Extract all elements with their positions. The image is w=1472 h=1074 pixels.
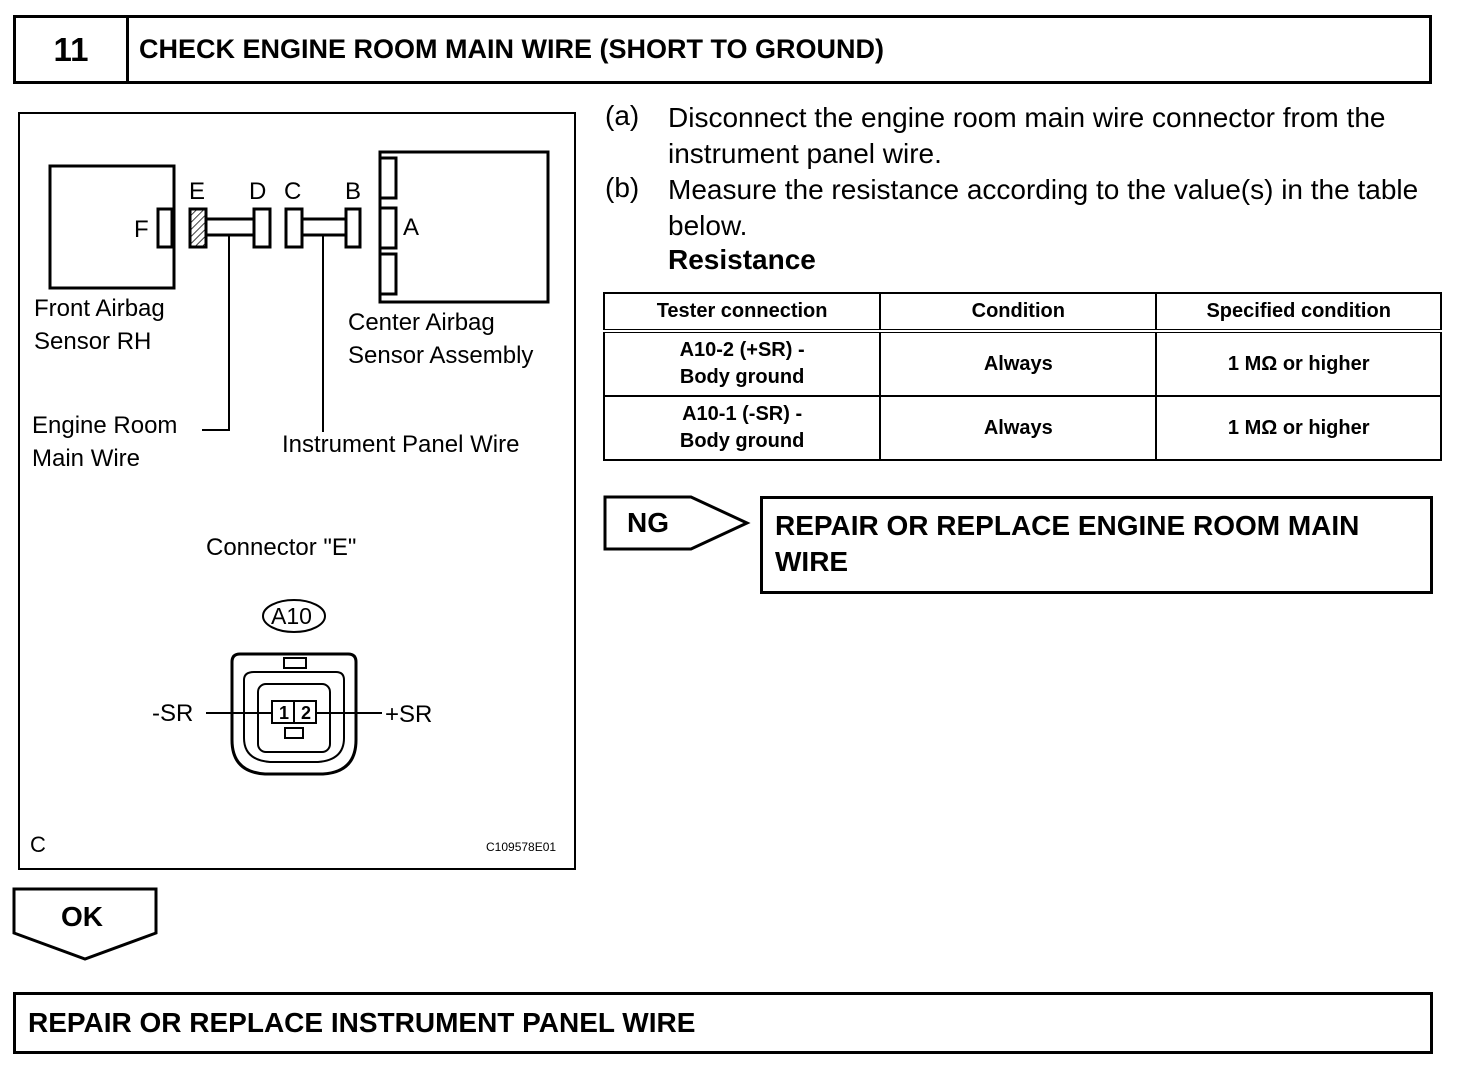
center-sensor-connector-3	[378, 252, 398, 296]
column-header: Condition	[879, 292, 1158, 332]
tester-connection-cell: A10-2 (+SR) - Body ground	[602, 330, 882, 397]
step-a-letter: (a)	[605, 100, 640, 131]
resistance-heading: Resistance	[668, 244, 816, 275]
step-header: 11 CHECK ENGINE ROOM MAIN WIRE (SHORT TO…	[13, 15, 1432, 84]
table-row: A10-1 (-SR) - Body ground Always 1 MΩ or…	[602, 395, 1442, 461]
connector-cavity	[257, 683, 331, 753]
specified-condition-cell: 1 MΩ or higher	[1155, 330, 1442, 397]
step-number: 11	[16, 18, 129, 81]
step-b-text: Measure the resistance according to the …	[668, 174, 1419, 241]
connector-e	[188, 207, 208, 249]
step-a-text: Disconnect the engine room main wire con…	[668, 102, 1386, 169]
ng-label: NG	[627, 507, 669, 538]
minus-sr-label: -SR	[152, 700, 194, 727]
connector-b	[344, 207, 362, 249]
connector-letter-e: E	[189, 178, 206, 205]
column-header: Specified condition	[1155, 292, 1442, 332]
ng-result-box: REPAIR OR REPLACE ENGINE ROOM MAIN WIRE	[760, 496, 1433, 594]
ng-action-text: REPAIR OR REPLACE ENGINE ROOM MAIN WIRE	[775, 510, 1360, 577]
connector-inner-shell	[243, 671, 345, 763]
connector-letter-c: C	[284, 178, 302, 205]
connector-f	[156, 207, 174, 249]
ok-label: OK	[61, 901, 103, 932]
instrument-panel-wire-label: Instrument Panel Wire	[282, 431, 520, 458]
connector-letter-b: B	[345, 178, 362, 205]
ng-arrow-icon	[603, 495, 751, 551]
instrument-panel-wire-segment	[300, 217, 348, 237]
engine-room-main-wire-label: Engine Room Main Wire	[32, 412, 178, 472]
connector-code-ellipse	[262, 599, 326, 633]
center-airbag-sensor-label: Center Airbag Sensor Assembly	[348, 309, 534, 369]
connector-letter-d: D	[249, 178, 267, 205]
pin-2-label: 2	[301, 703, 312, 723]
table-header-row: Tester connection Condition Specified co…	[602, 292, 1442, 332]
connector-a	[378, 206, 398, 250]
connector-c	[284, 207, 304, 249]
tester-connection-cell: A10-1 (-SR) - Body ground	[602, 395, 882, 461]
resistance-table: Tester connection Condition Specified co…	[602, 292, 1442, 461]
step-b-letter: (b)	[605, 172, 640, 203]
step-title: CHECK ENGINE ROOM MAIN WIRE (SHORT TO GR…	[139, 34, 884, 64]
engine-room-main-wire-segment	[204, 217, 256, 237]
connector-d	[252, 207, 272, 249]
connector-letter-a: A	[403, 214, 420, 241]
condition-cell: Always	[879, 395, 1158, 461]
figure-corner-letter: C	[30, 832, 46, 857]
center-sensor-connector-1	[378, 156, 398, 200]
pin-1-label: 1	[279, 703, 290, 723]
ok-result-box: REPAIR OR REPLACE INSTRUMENT PANEL WIRE	[13, 992, 1433, 1054]
figure-code: C109578E01	[486, 840, 557, 854]
connector-key	[284, 727, 304, 739]
specified-condition-cell: 1 MΩ or higher	[1155, 395, 1442, 461]
connector-caption: Connector "E"	[206, 534, 357, 561]
engine-room-main-wire-leader	[202, 235, 230, 431]
front-airbag-sensor-label: Front Airbag Sensor RH	[34, 295, 165, 355]
connector-latch	[283, 657, 307, 669]
wiring-diagram	[48, 150, 550, 776]
wiring-figure	[18, 112, 576, 870]
front-airbag-sensor-box	[48, 164, 176, 290]
connector-letter-f: F	[134, 216, 149, 243]
plus-sr-label: +SR	[385, 701, 433, 728]
connector-code-label: A10	[271, 603, 312, 629]
column-header: Tester connection	[602, 292, 882, 332]
connector-housing	[230, 652, 358, 776]
ok-arrow-icon	[12, 887, 158, 961]
condition-cell: Always	[879, 330, 1158, 397]
ok-action-text: REPAIR OR REPLACE INSTRUMENT PANEL WIRE	[28, 1007, 696, 1038]
table-row: A10-2 (+SR) - Body ground Always 1 MΩ or…	[602, 330, 1442, 397]
